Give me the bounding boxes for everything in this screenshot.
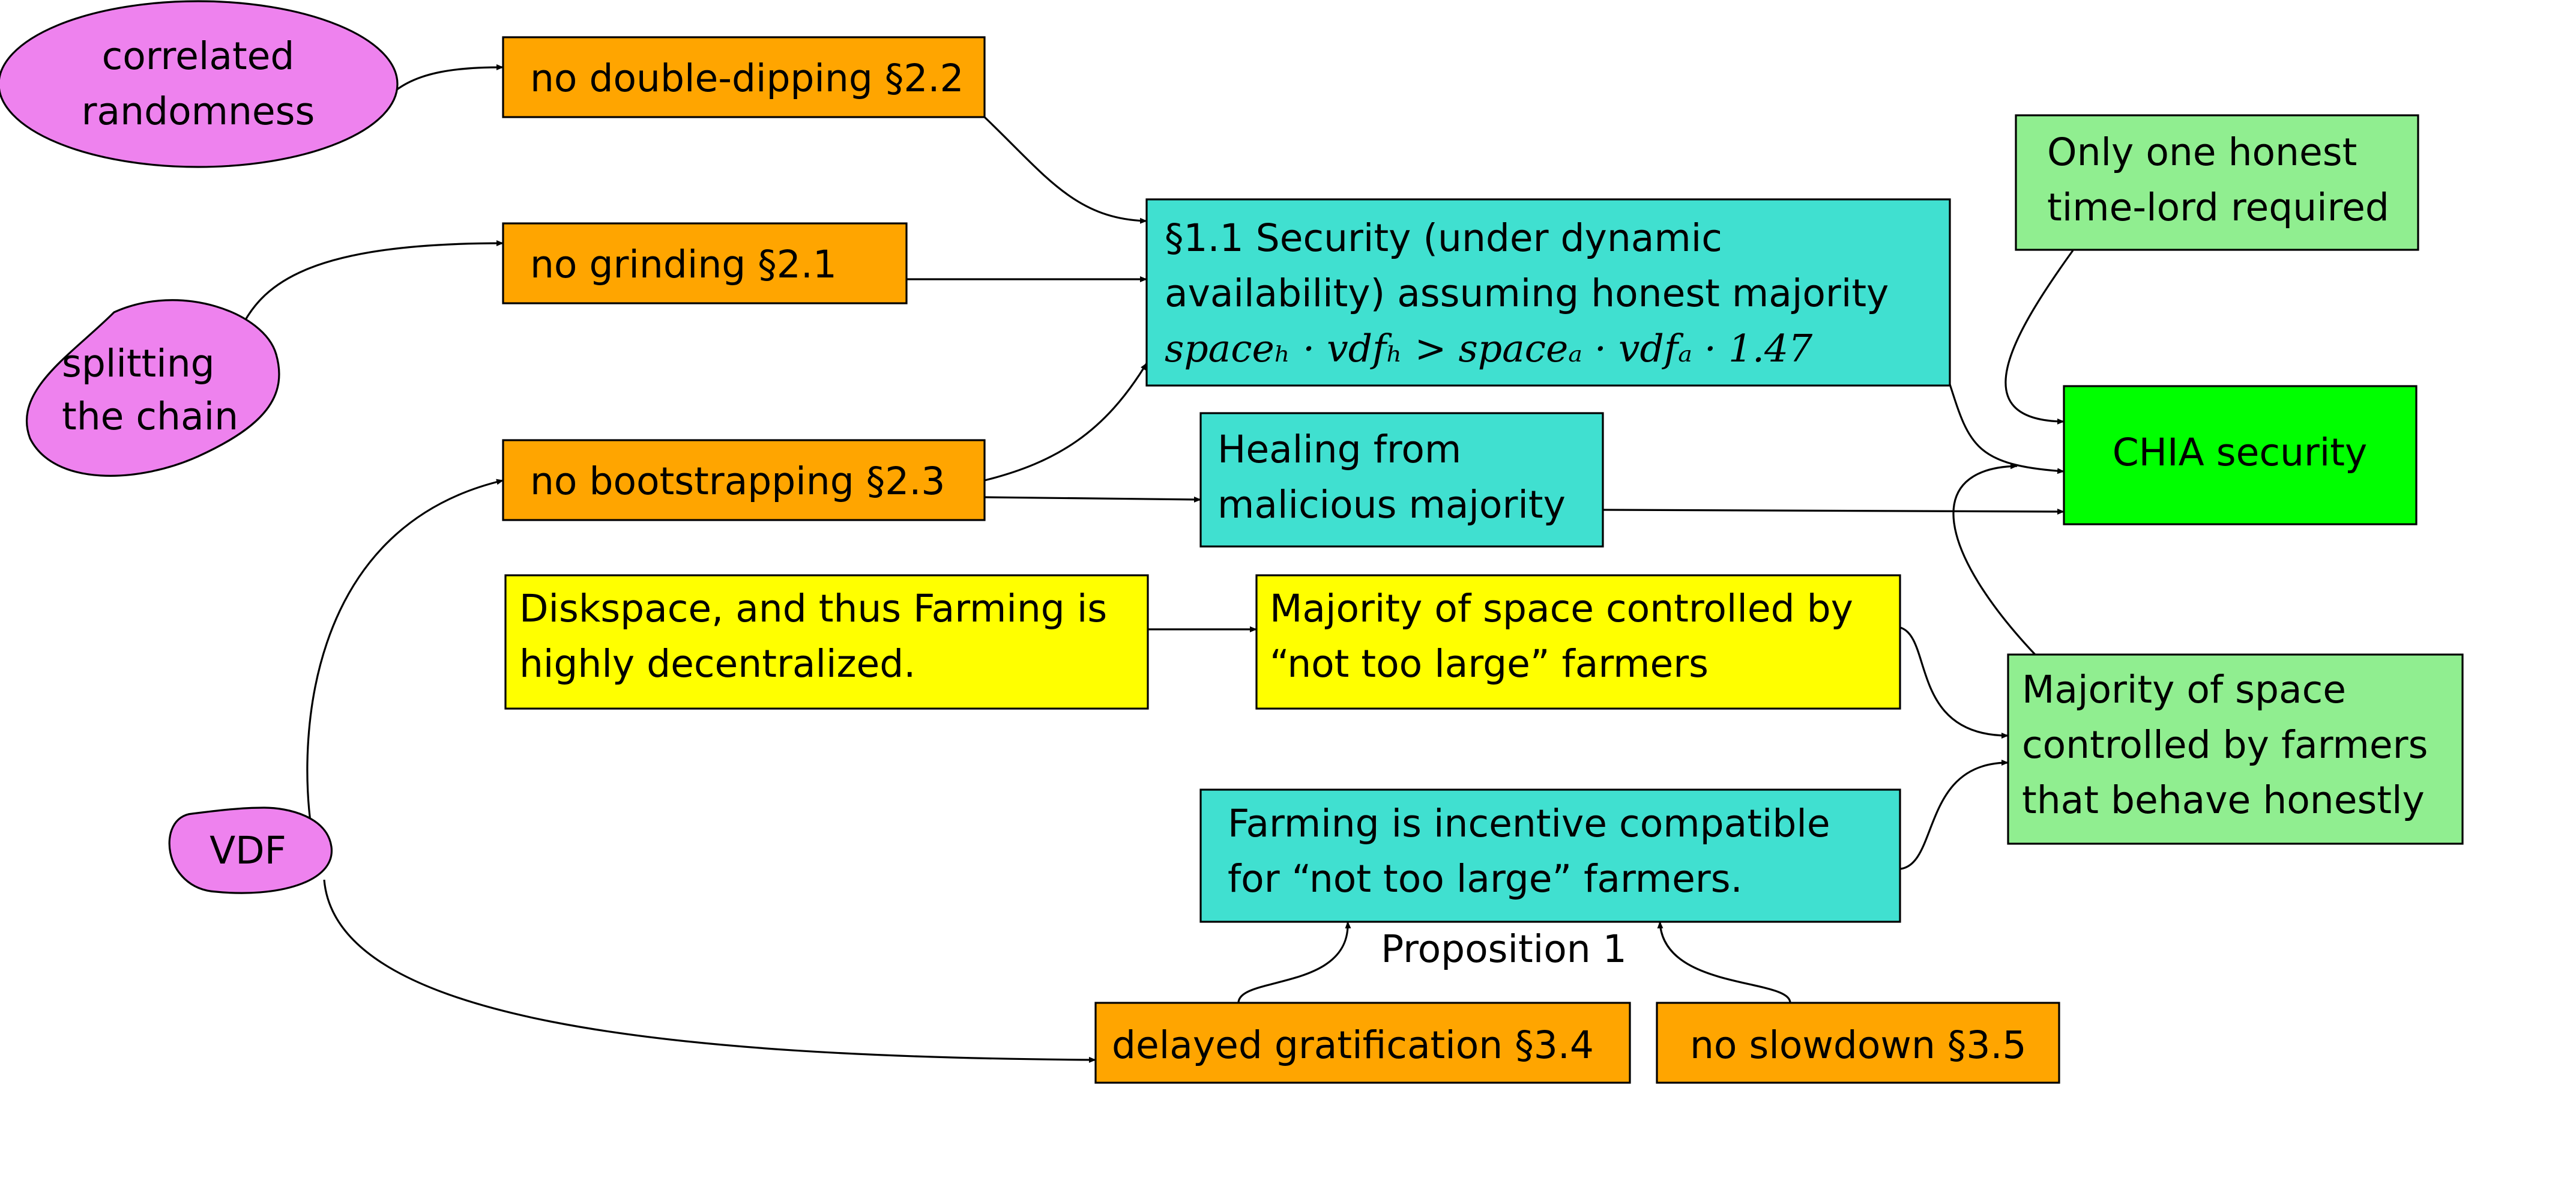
node-no-bootstrapping-label: no bootstrapping §2.3 [530, 459, 945, 503]
node-delayed-gratification-label: delayed gratification §3.4 [1112, 1023, 1594, 1067]
node-vdf-shape [168, 806, 333, 894]
node-majority-honest: Majority of space controlled by farmers … [2007, 653, 2464, 845]
node-vdf: VDF [168, 806, 333, 894]
node-majority-not-too-large-line2: “not too large” farmers [1270, 642, 1709, 686]
node-no-grinding-label: no grinding §2.1 [530, 243, 837, 286]
node-vdf-label: VDF [210, 829, 286, 873]
node-no-grinding-shape [502, 222, 908, 304]
node-security-shape [1145, 198, 1951, 387]
edge-bootstrapping-to-security [984, 363, 1148, 482]
node-majority-honest-line3: that behave honestly [2022, 778, 2425, 822]
node-chia-security-label: CHIA security [2113, 431, 2368, 474]
node-no-double-dipping-shape [502, 36, 986, 118]
node-no-double-dipping-label: no double-dipping §2.2 [530, 56, 964, 100]
edge-healing-to-chia [1602, 508, 2065, 515]
edge-splitting-to-grinding [240, 240, 504, 328]
node-incentive-compatible-shape [1199, 788, 1901, 923]
node-no-double-dipping: no double-dipping §2.2 [502, 36, 986, 118]
node-security-line2: availability) assuming honest majority [1165, 271, 1889, 315]
node-no-slowdown-label: no slowdown §3.5 [1690, 1023, 2027, 1067]
edges [240, 64, 2074, 1063]
node-no-bootstrapping: no bootstrapping §2.3 [502, 439, 986, 521]
node-splitting-chain-line1: splitting [62, 342, 215, 386]
edge-no-slowdown-to-incentive [1657, 921, 1791, 1003]
node-no-slowdown-shape [1656, 1002, 2060, 1084]
node-no-slowdown: no slowdown §3.5 [1656, 1002, 2060, 1084]
edge-vdf-to-bootstrapping [306, 479, 504, 826]
edge-bootstrapping-to-healing [984, 496, 1201, 503]
node-correlated-randomness-line2: randomness [82, 89, 315, 133]
edge-majority-honest-to-chia [1952, 463, 2036, 656]
node-one-honest-timelord-shape [2015, 114, 2419, 251]
edge-label-proposition: Proposition 1 [1381, 927, 1627, 971]
node-healing-line1: Healing from [1217, 428, 1461, 471]
node-splitting-chain-shape [25, 299, 280, 477]
node-majority-not-too-large-line1: Majority of space controlled by [1270, 587, 1853, 631]
node-one-honest-timelord-line2: time-lord required [2047, 186, 2389, 229]
node-correlated-randomness: correlated randomness [0, 0, 399, 168]
node-delayed-gratification-shape [1094, 1002, 1631, 1084]
edge-vdf-to-delayed-gratification [323, 879, 1096, 1063]
node-majority-honest-line2: controlled by farmers [2022, 723, 2428, 767]
node-security: §1.1 Security (under dynamic availabilit… [1145, 198, 1951, 387]
node-chia-security: CHIA security [2063, 385, 2418, 525]
node-majority-honest-line1: Majority of space [2022, 668, 2346, 712]
node-splitting-chain-line2: the chain [62, 395, 238, 438]
node-majority-not-too-large: Majority of space controlled by “not too… [1255, 574, 1901, 710]
node-correlated-randomness-line1: correlated [102, 34, 295, 78]
node-diskspace-line2: highly decentralized. [519, 642, 915, 686]
node-diskspace: Diskspace, and thus Farming is highly de… [504, 574, 1149, 710]
node-chia-security-shape [2063, 385, 2418, 525]
edge-delayed-gratification-to-incentive [1237, 921, 1351, 1003]
node-healing-line2: malicious majority [1217, 483, 1566, 527]
edge-incentive-to-majority-honest [1899, 760, 2009, 870]
node-security-formula: spaceₕ · vdfₕ > spaceₐ · vdfₐ · 1.47 [1165, 327, 1812, 371]
node-security-line1: §1.1 Security (under dynamic [1165, 216, 1722, 260]
edge-majority-not-too-large-to-majority-honest [1899, 626, 2009, 739]
node-correlated-randomness-shape [0, 0, 399, 168]
edge-security-to-chia [1949, 384, 2065, 474]
node-healing-shape [1199, 412, 1604, 548]
node-one-honest-timelord: Only one honest time-lord required [2015, 114, 2419, 251]
node-diskspace-line1: Diskspace, and thus Farming is [519, 587, 1107, 631]
node-incentive-compatible-line1: Farming is incentive compatible [1228, 802, 1830, 846]
node-incentive-compatible: Farming is incentive compatible for “not… [1199, 788, 1901, 923]
node-incentive-compatible-line2: for “not too large” farmers. [1228, 857, 1743, 901]
edge-timelord-to-chia [2004, 250, 2074, 425]
node-delayed-gratification: delayed gratification §3.4 [1094, 1002, 1631, 1084]
node-no-grinding: no grinding §2.1 [502, 222, 908, 304]
node-no-bootstrapping-shape [502, 439, 986, 521]
edge-double-dipping-to-security [983, 116, 1147, 224]
node-majority-honest-shape [2007, 653, 2464, 845]
node-one-honest-timelord-line1: Only one honest [2047, 130, 2357, 174]
node-splitting-chain: splitting the chain [25, 299, 280, 477]
node-diskspace-shape [504, 574, 1149, 710]
node-healing: Healing from malicious majority [1199, 412, 1604, 548]
node-majority-not-too-large-shape [1255, 574, 1901, 710]
edge-randomness-to-double-dipping [396, 64, 504, 91]
